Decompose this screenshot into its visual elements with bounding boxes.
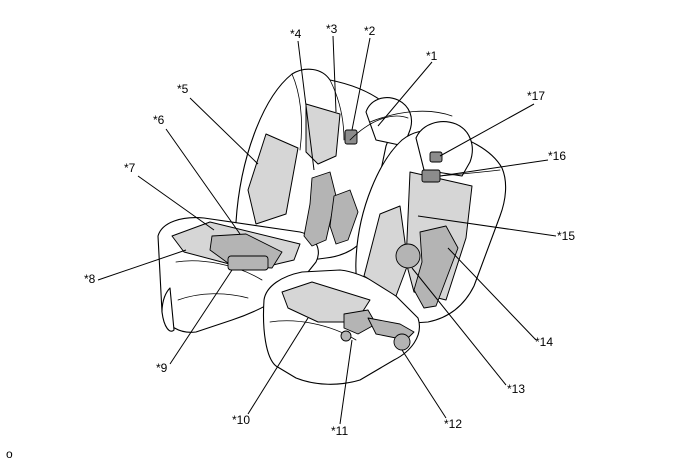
left-seatback-heater-pad — [247, 133, 299, 225]
left-belt-anchor — [344, 129, 358, 145]
callout-label-c5: *5 — [177, 82, 189, 96]
right-cushion-module — [343, 309, 377, 335]
right-top-connector — [429, 151, 443, 163]
leader-line-c2 — [351, 37, 371, 131]
left-seat-front — [161, 287, 175, 332]
leader-line-c11 — [339, 339, 353, 425]
callout-label-c8: *8 — [84, 272, 96, 286]
left-lumbar-unit — [329, 189, 359, 245]
callout-label-c3: *3 — [326, 22, 338, 36]
callout-label-c9: *9 — [156, 361, 168, 375]
right-recliner-mechanism — [413, 225, 459, 309]
callout-label-c17: *17 — [527, 89, 545, 103]
callout-label-c12: *12 — [444, 417, 462, 431]
callout-layer: *1 *2 *3 *4 *5 *6 *7 *8 *9 *10 *11 *12 *13 *14 *15 *16 *… — [84, 22, 575, 438]
right-cushion-harness — [340, 330, 352, 342]
callout-label-c10: *10 — [232, 413, 250, 427]
callout-label-c14: *14 — [535, 335, 553, 349]
left-headrest — [365, 97, 413, 147]
right-headrest-sensor — [421, 169, 441, 183]
left-seat — [157, 68, 413, 333]
left-recliner-mechanism — [303, 171, 337, 247]
leader-line-c17 — [439, 103, 535, 157]
callout-label-c1: *1 — [426, 49, 438, 63]
right-motor-unit — [393, 333, 411, 351]
leader-line-c16 — [439, 159, 549, 177]
leader-line-c7 — [137, 175, 215, 231]
callout-label-c2: *2 — [364, 24, 376, 38]
right-headrest — [415, 121, 473, 177]
leader-line-c1 — [377, 61, 433, 127]
figure-code: o — [6, 447, 13, 461]
right-seatback-heater-pad — [363, 205, 409, 297]
leader-line-c3 — [332, 35, 337, 113]
leader-line-c6 — [165, 128, 241, 235]
left-cushion-module — [227, 255, 269, 271]
leader-line-c12 — [401, 349, 447, 419]
leader-line-c13 — [411, 267, 507, 386]
leader-line-c8 — [97, 249, 187, 281]
right-seat — [263, 110, 507, 385]
callout-label-c4: *4 — [290, 27, 302, 41]
left-seatback-pad-center — [305, 103, 341, 165]
leader-line-c4 — [297, 40, 315, 171]
callout-label-c7: *7 — [124, 161, 136, 175]
callout-label-c15: *15 — [557, 229, 575, 243]
callout-label-c11: *11 — [331, 424, 348, 438]
leader-line-c9 — [169, 269, 233, 365]
callout-label-c16: *16 — [548, 149, 566, 163]
leader-line-c10 — [247, 317, 309, 415]
callout-label-c6: *6 — [153, 113, 165, 127]
leader-line-c5 — [189, 97, 259, 165]
leader-line-c15 — [417, 215, 557, 237]
leader-line-c14 — [447, 247, 537, 341]
right-lumbar-motor — [395, 243, 421, 269]
callout-label-c13: *13 — [507, 382, 525, 396]
